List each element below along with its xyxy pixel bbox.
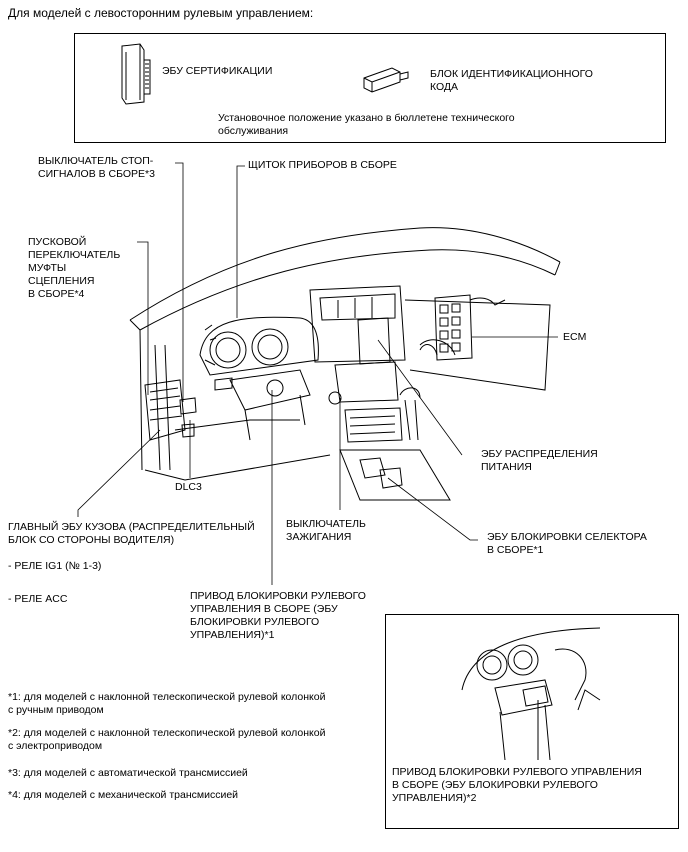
footnote-1-line-1: *1: для моделей с наклонной телескопичес… xyxy=(8,691,326,703)
dlc3-label: DLC3 xyxy=(175,481,202,493)
id-code-box-icon xyxy=(363,67,409,93)
steering-lock-actuator-2-label-2: В СБОРЕ (ЭБУ БЛОКИРОВКИ РУЛЕВОГО xyxy=(392,779,598,791)
footnote-2-line-2: с электроприводом xyxy=(8,740,103,752)
ecu-certification-label: ЭБУ СЕРТИФИКАЦИИ xyxy=(162,65,273,77)
relay-acc-label: - РЕЛЕ ACC xyxy=(8,593,68,605)
power-distribution-ecu-drawing xyxy=(357,317,391,365)
legend-note-2: обслуживания xyxy=(218,125,289,137)
shift-lock-ecu-label-1: ЭБУ БЛОКИРОВКИ СЕЛЕКТОРА xyxy=(487,531,647,543)
clutch-start-switch-label-2: ПЕРЕКЛЮЧАТЕЛЬ xyxy=(28,249,121,261)
steering-lock-actuator-1-label-4: УПРАВЛЕНИЯ)*1 xyxy=(190,629,275,641)
body-ecu-drawing xyxy=(144,379,197,441)
power-distribution-ecu-label-2: ПИТАНИЯ xyxy=(481,461,532,473)
ecm-label: ECM xyxy=(563,331,587,343)
page-title: Для моделей с левосторонним рулевым упра… xyxy=(8,6,314,20)
ecu-certification-icon xyxy=(121,43,151,105)
stop-light-switch-label-1: ВЫКЛЮЧАТЕЛЬ СТОП- xyxy=(38,155,154,167)
ignition-switch-label-1: ВЫКЛЮЧАТЕЛЬ xyxy=(286,518,366,530)
footnote-2-line-1: *2: для моделей с наклонной телескопичес… xyxy=(8,727,326,739)
main-body-ecu-label-1: ГЛАВНЫЙ ЭБУ КУЗОВА (РАСПРЕДЕЛИТЕЛЬНЫЙ xyxy=(8,521,255,533)
clutch-start-switch-label-1: ПУСКОВОЙ xyxy=(28,236,87,248)
steering-lock-actuator-1-label-3: БЛОКИРОВКИ РУЛЕВОГО xyxy=(190,616,320,628)
leader-lines xyxy=(77,162,558,585)
steering-lock-actuator-1-label-1: ПРИВОД БЛОКИРОВКИ РУЛЕВОГО xyxy=(190,590,366,602)
ignition-switch-drawing xyxy=(328,391,342,405)
dashboard-outline xyxy=(129,227,561,501)
ecm-drawing xyxy=(419,294,506,361)
footnote-1-line-2: с ручным приводом xyxy=(8,704,104,716)
steering-lock-actuator-1-label-2: УПРАВЛЕНИЯ В СБОРЕ (ЭБУ xyxy=(190,603,338,615)
stop-light-switch-label-2: СИГНАЛОВ В СБОРЕ*3 xyxy=(38,168,155,180)
combination-meter-label: ЩИТОК ПРИБОРОВ В СБОРЕ xyxy=(248,159,397,171)
steering-lock-actuator-2-label-3: УПРАВЛЕНИЯ)*2 xyxy=(392,792,477,804)
power-distribution-ecu-label-1: ЭБУ РАСПРЕДЕЛЕНИЯ xyxy=(481,448,598,460)
inset-box xyxy=(385,614,679,829)
combination-meter-drawing xyxy=(199,316,319,376)
steering-column-drawing xyxy=(214,369,311,441)
relay-ig1-label: - РЕЛЕ IG1 (№ 1-3) xyxy=(8,560,102,572)
shift-lock-ecu-label-2: В СБОРЕ*1 xyxy=(487,544,544,556)
steering-lock-actuator-2-label-1: ПРИВОД БЛОКИРОВКИ РУЛЕВОГО УПРАВЛЕНИЯ xyxy=(392,766,642,778)
id-code-box-label-1: БЛОК ИДЕНТИФИКАЦИОННОГО xyxy=(430,68,593,80)
ignition-switch-label-2: ЗАЖИГАНИЯ xyxy=(286,531,352,543)
clutch-start-switch-label-4: СЦЕПЛЕНИЯ xyxy=(28,275,95,287)
clutch-start-switch-label-3: МУФТЫ xyxy=(28,262,67,274)
legend-note-1: Установочное положение указано в бюллете… xyxy=(218,112,515,124)
id-code-box-label-2: КОДА xyxy=(430,81,459,93)
footnote-4: *4: для моделей с механической трансмисс… xyxy=(8,789,239,801)
clutch-start-switch-label-5: В СБОРЕ*4 xyxy=(28,288,85,300)
footnote-3: *3: для моделей с автоматической трансми… xyxy=(8,767,248,779)
legend-box xyxy=(74,33,666,143)
inset-drawing xyxy=(461,627,601,761)
main-body-ecu-label-2: БЛОК СО СТОРОНЫ ВОДИТЕЛЯ) xyxy=(8,534,175,546)
